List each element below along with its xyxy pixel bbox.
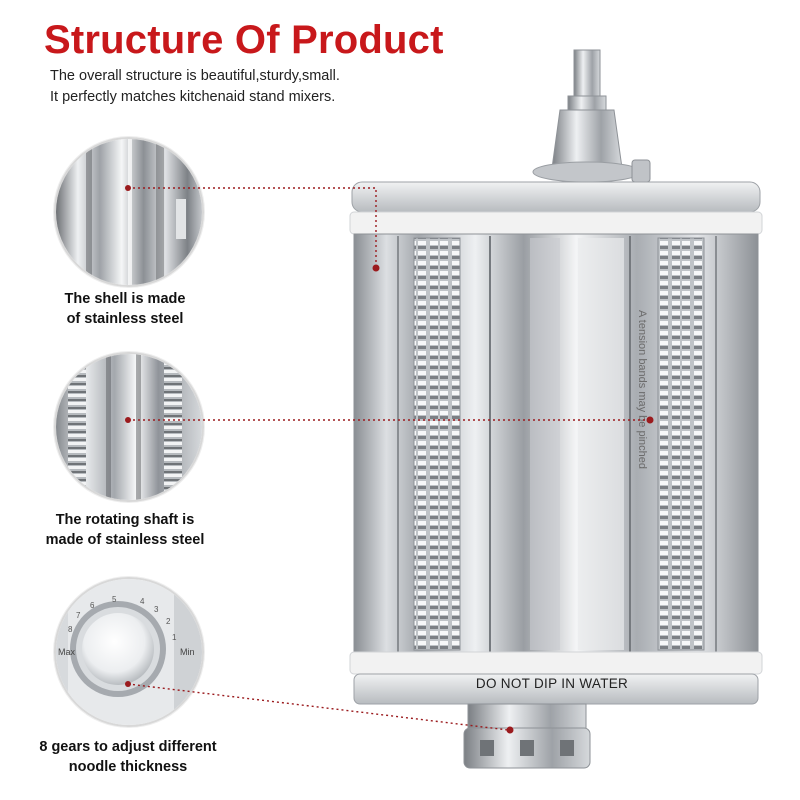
shell-caption-line-2: of stainless steel — [66, 311, 184, 327]
subtitle-line-2: It perfectly matches kitchenaid stand mi… — [50, 89, 336, 105]
warning-label: DO NOT DIP IN WATER — [475, 676, 629, 691]
dial-number-2: 2 — [166, 617, 171, 626]
dial-caption: 8 gears to adjust different noodle thick… — [18, 737, 238, 777]
dial-number-8: 8 — [68, 625, 73, 634]
dial-number-6: 6 — [90, 601, 95, 610]
dial-number-7: 7 — [76, 611, 81, 620]
dial-max-label: Max — [58, 647, 76, 657]
subtitle-line-1: The overall structure is beautiful,sturd… — [50, 68, 340, 84]
dial-number-4: 4 — [140, 597, 145, 606]
dial-caption-line-2: noodle thickness — [68, 759, 188, 775]
shell-caption-line-1: The shell is made — [64, 291, 186, 307]
dial-min-label: Min — [180, 647, 195, 657]
dial-number-5: 5 — [112, 595, 117, 604]
page-title: Structure Of Product — [44, 18, 444, 62]
shaft-closeup-image — [54, 352, 204, 502]
shaft-caption-line-2: made of stainless steel — [45, 532, 205, 548]
shell-closeup-image — [54, 137, 204, 287]
dial-number-3: 3 — [154, 605, 159, 614]
dial-number-1: 1 — [172, 633, 177, 642]
dial-caption-line-1: 8 gears to adjust different — [39, 739, 217, 755]
shaft-caption-line-1: The rotating shaft is — [55, 512, 195, 528]
shell-caption: The shell is made of stainless steel — [40, 289, 210, 329]
side-engraving-text: A tension bands may be pinched — [636, 310, 648, 470]
dial-labels: Max Min 1 2 3 4 5 6 7 8 — [54, 577, 200, 723]
shaft-caption: The rotating shaft is made of stainless … — [30, 510, 220, 550]
